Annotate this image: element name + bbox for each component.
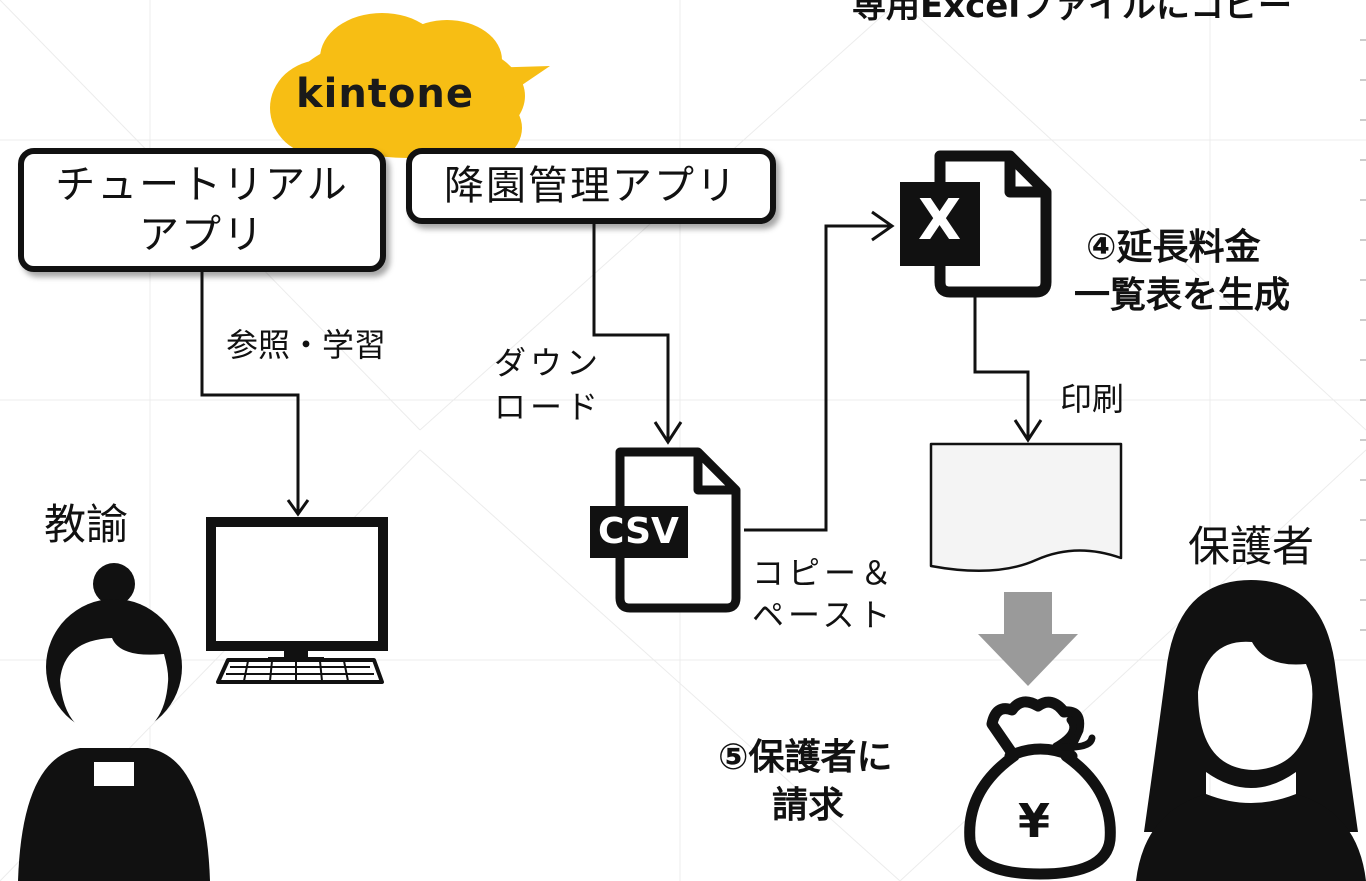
yen-symbol: ¥ — [1018, 794, 1051, 848]
csv-file-icon — [590, 447, 741, 613]
excel-file-letter: X — [918, 188, 962, 253]
header-partial-text: 専用Excelファイルにコピー — [852, 0, 1293, 26]
tutorial-app-box: チュートリアル アプリ — [18, 148, 386, 272]
computer-monitor-icon — [206, 517, 388, 684]
arrow-print — [973, 292, 1030, 438]
print-label: 印刷 — [1060, 380, 1125, 418]
pickup-app-label: 降園管理アプリ — [444, 163, 738, 209]
excel-file-icon — [900, 150, 1052, 298]
down-arrow-icon — [978, 592, 1078, 686]
parent-figure-icon — [1136, 580, 1366, 881]
pickup-management-app-box: 降園管理アプリ — [406, 148, 776, 224]
step5-label-line1: ⑤保護者に — [718, 737, 893, 778]
kintone-logo-text: kintone — [296, 71, 474, 117]
arrow-download — [592, 218, 670, 440]
tutorial-app-line1: チュートリアル — [55, 162, 349, 208]
money-bag-icon — [964, 696, 1116, 880]
right-edge-ruler — [1360, 39, 1366, 631]
step5-label-line2: 請求 — [772, 785, 845, 826]
arrow-reference — [200, 268, 300, 512]
arrow-copy-paste — [744, 224, 890, 532]
download-label-line2: ロード — [494, 388, 603, 426]
csv-file-label: CSV — [598, 511, 679, 552]
copy-paste-label-line2: ペースト — [752, 596, 895, 634]
reference-label: 参照・学習 — [226, 326, 387, 364]
step4-label-line1: ④延長料金 — [1086, 227, 1261, 268]
printed-sheet-icon — [929, 442, 1123, 573]
parent-label: 保護者 — [1188, 522, 1315, 571]
tutorial-app-line2: アプリ — [138, 212, 265, 258]
download-label-line1: ダウン — [494, 344, 603, 382]
teacher-figure-icon — [18, 563, 210, 881]
teacher-label: 教諭 — [44, 500, 129, 549]
copy-paste-label-line1: コピー＆ — [752, 554, 897, 592]
step4-label-line2: 一覧表を生成 — [1074, 275, 1291, 316]
